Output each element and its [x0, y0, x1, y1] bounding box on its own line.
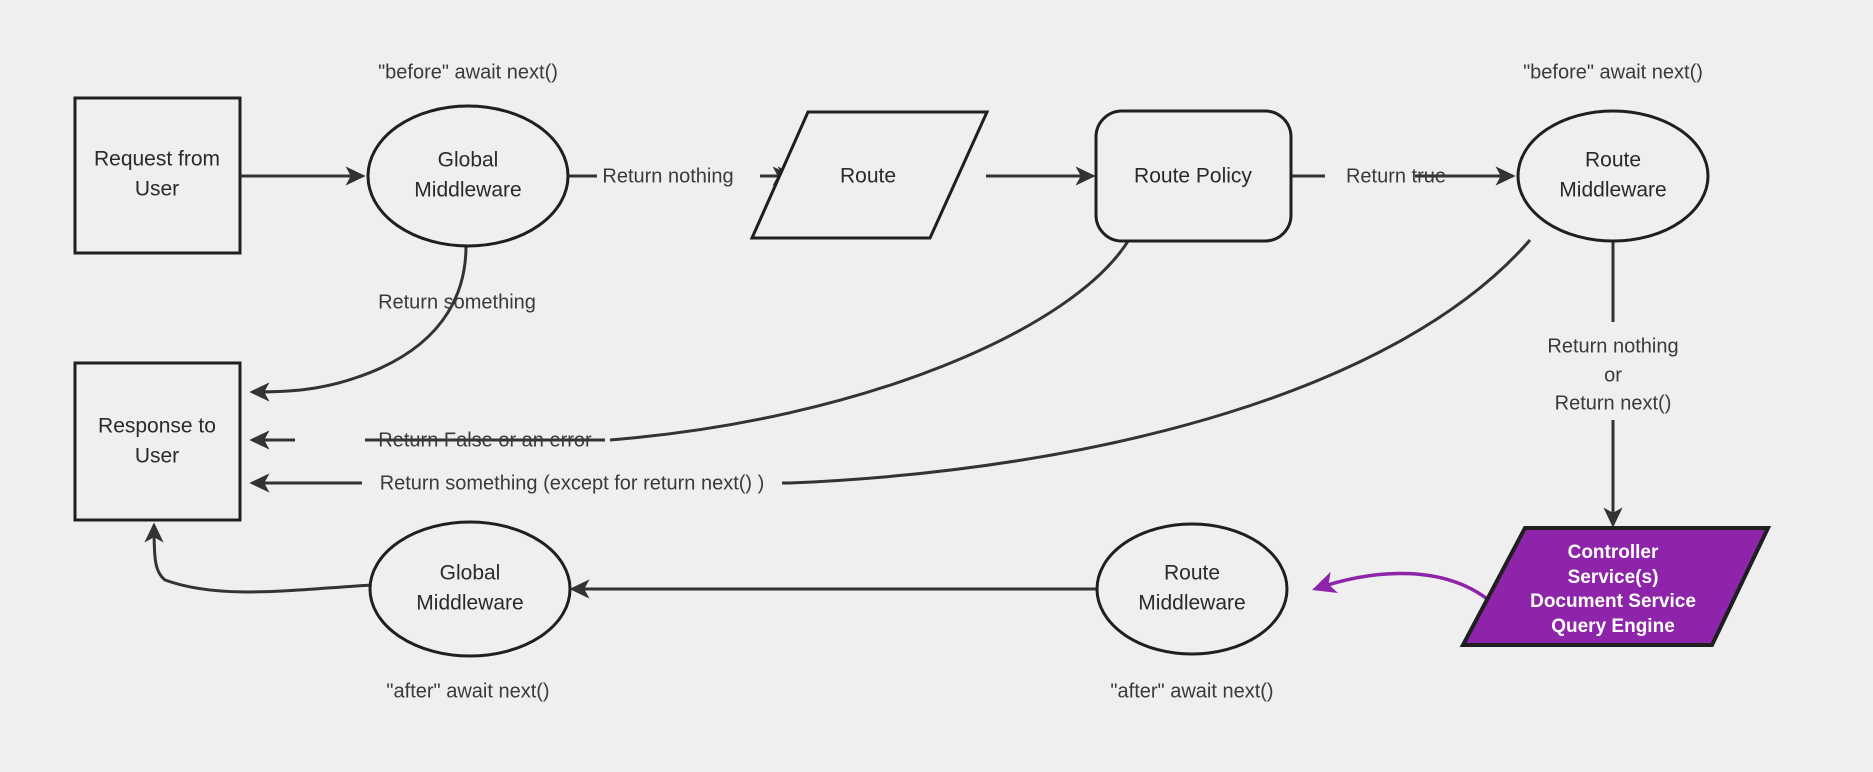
node-route-middleware-before[interactable]: Route Middleware [1516, 109, 1710, 243]
note-after-await-next-route: "after" await next() [1110, 680, 1273, 702]
note-after-await-next-global: "after" await next() [386, 680, 549, 702]
note-before-await-next-global: "before" await next() [378, 61, 558, 83]
node-route-middleware-before-line2: Middleware [1559, 179, 1666, 202]
node-request-from-user-line1: Request from [94, 148, 220, 171]
edge-label-or-line2: or [1604, 364, 1622, 386]
edge-label-return-nothing: Return nothing [602, 165, 733, 187]
edge-label-return-next-line3: Return next() [1555, 392, 1672, 414]
node-route-middleware-after[interactable]: Route Middleware [1095, 522, 1289, 656]
edge-global-middleware-to-response: Return something [249, 245, 536, 402]
note-before-await-next-route: "before" await next() [1523, 61, 1703, 83]
node-response-to-user[interactable]: Response to User [73, 361, 242, 522]
edge-label-return-something: Return something [378, 291, 536, 313]
node-route-middleware-before-line1: Route [1585, 149, 1641, 172]
node-route-middleware-after-line2: Middleware [1138, 592, 1245, 615]
node-route-middleware-after-line1: Route [1164, 562, 1220, 585]
node-global-middleware-after[interactable]: Global Middleware [368, 520, 572, 658]
edge-controller-to-route-middleware-after [1312, 571, 1502, 612]
edge-route-policy-to-response: Return False or an error [249, 237, 1132, 451]
node-controller-services-line2: Service(s) [1568, 567, 1659, 588]
node-route-policy[interactable]: Route Policy [1094, 109, 1293, 243]
node-global-middleware-before-line2: Middleware [414, 179, 521, 202]
edge-route-middleware-to-controller: Return nothing or Return next() [1547, 241, 1679, 528]
node-controller-services-line1: Controller [1568, 542, 1659, 563]
edge-label-return-something-except: Return something (except for return next… [380, 472, 765, 494]
node-route-label: Route [840, 165, 896, 188]
node-global-middleware-after-line2: Middleware [416, 592, 523, 615]
edge-route-middleware-to-response: Return something (except for return next… [249, 239, 1532, 494]
edge-label-return-nothing-line1: Return nothing [1547, 335, 1678, 357]
node-controller-services-line3: Document Service [1530, 591, 1696, 612]
edge-global-middleware-after-to-response [144, 522, 373, 594]
node-controller-services-line4: Query Engine [1551, 616, 1675, 637]
node-controller-services[interactable]: Controller Service(s) Document Service Q… [1459, 526, 1772, 647]
edge-label-return-true: Return true [1346, 165, 1446, 187]
node-response-to-user-line2: User [135, 445, 179, 468]
node-response-to-user-line1: Response to [98, 415, 216, 438]
node-route-policy-label: Route Policy [1134, 165, 1252, 188]
node-request-from-user-line2: User [135, 178, 179, 201]
node-global-middleware-after-line1: Global [440, 562, 501, 585]
edge-label-return-false-or-error: Return False or an error [378, 429, 592, 451]
edge-route-policy-to-route-middleware: Return true [1290, 165, 1516, 187]
node-request-from-user[interactable]: Request from User [73, 96, 242, 255]
node-global-middleware-before-line1: Global [438, 149, 499, 172]
node-route[interactable]: Route [749, 110, 990, 240]
edge-global-middleware-to-route: Return nothing [563, 165, 798, 187]
node-global-middleware-before[interactable]: Global Middleware [366, 104, 570, 248]
